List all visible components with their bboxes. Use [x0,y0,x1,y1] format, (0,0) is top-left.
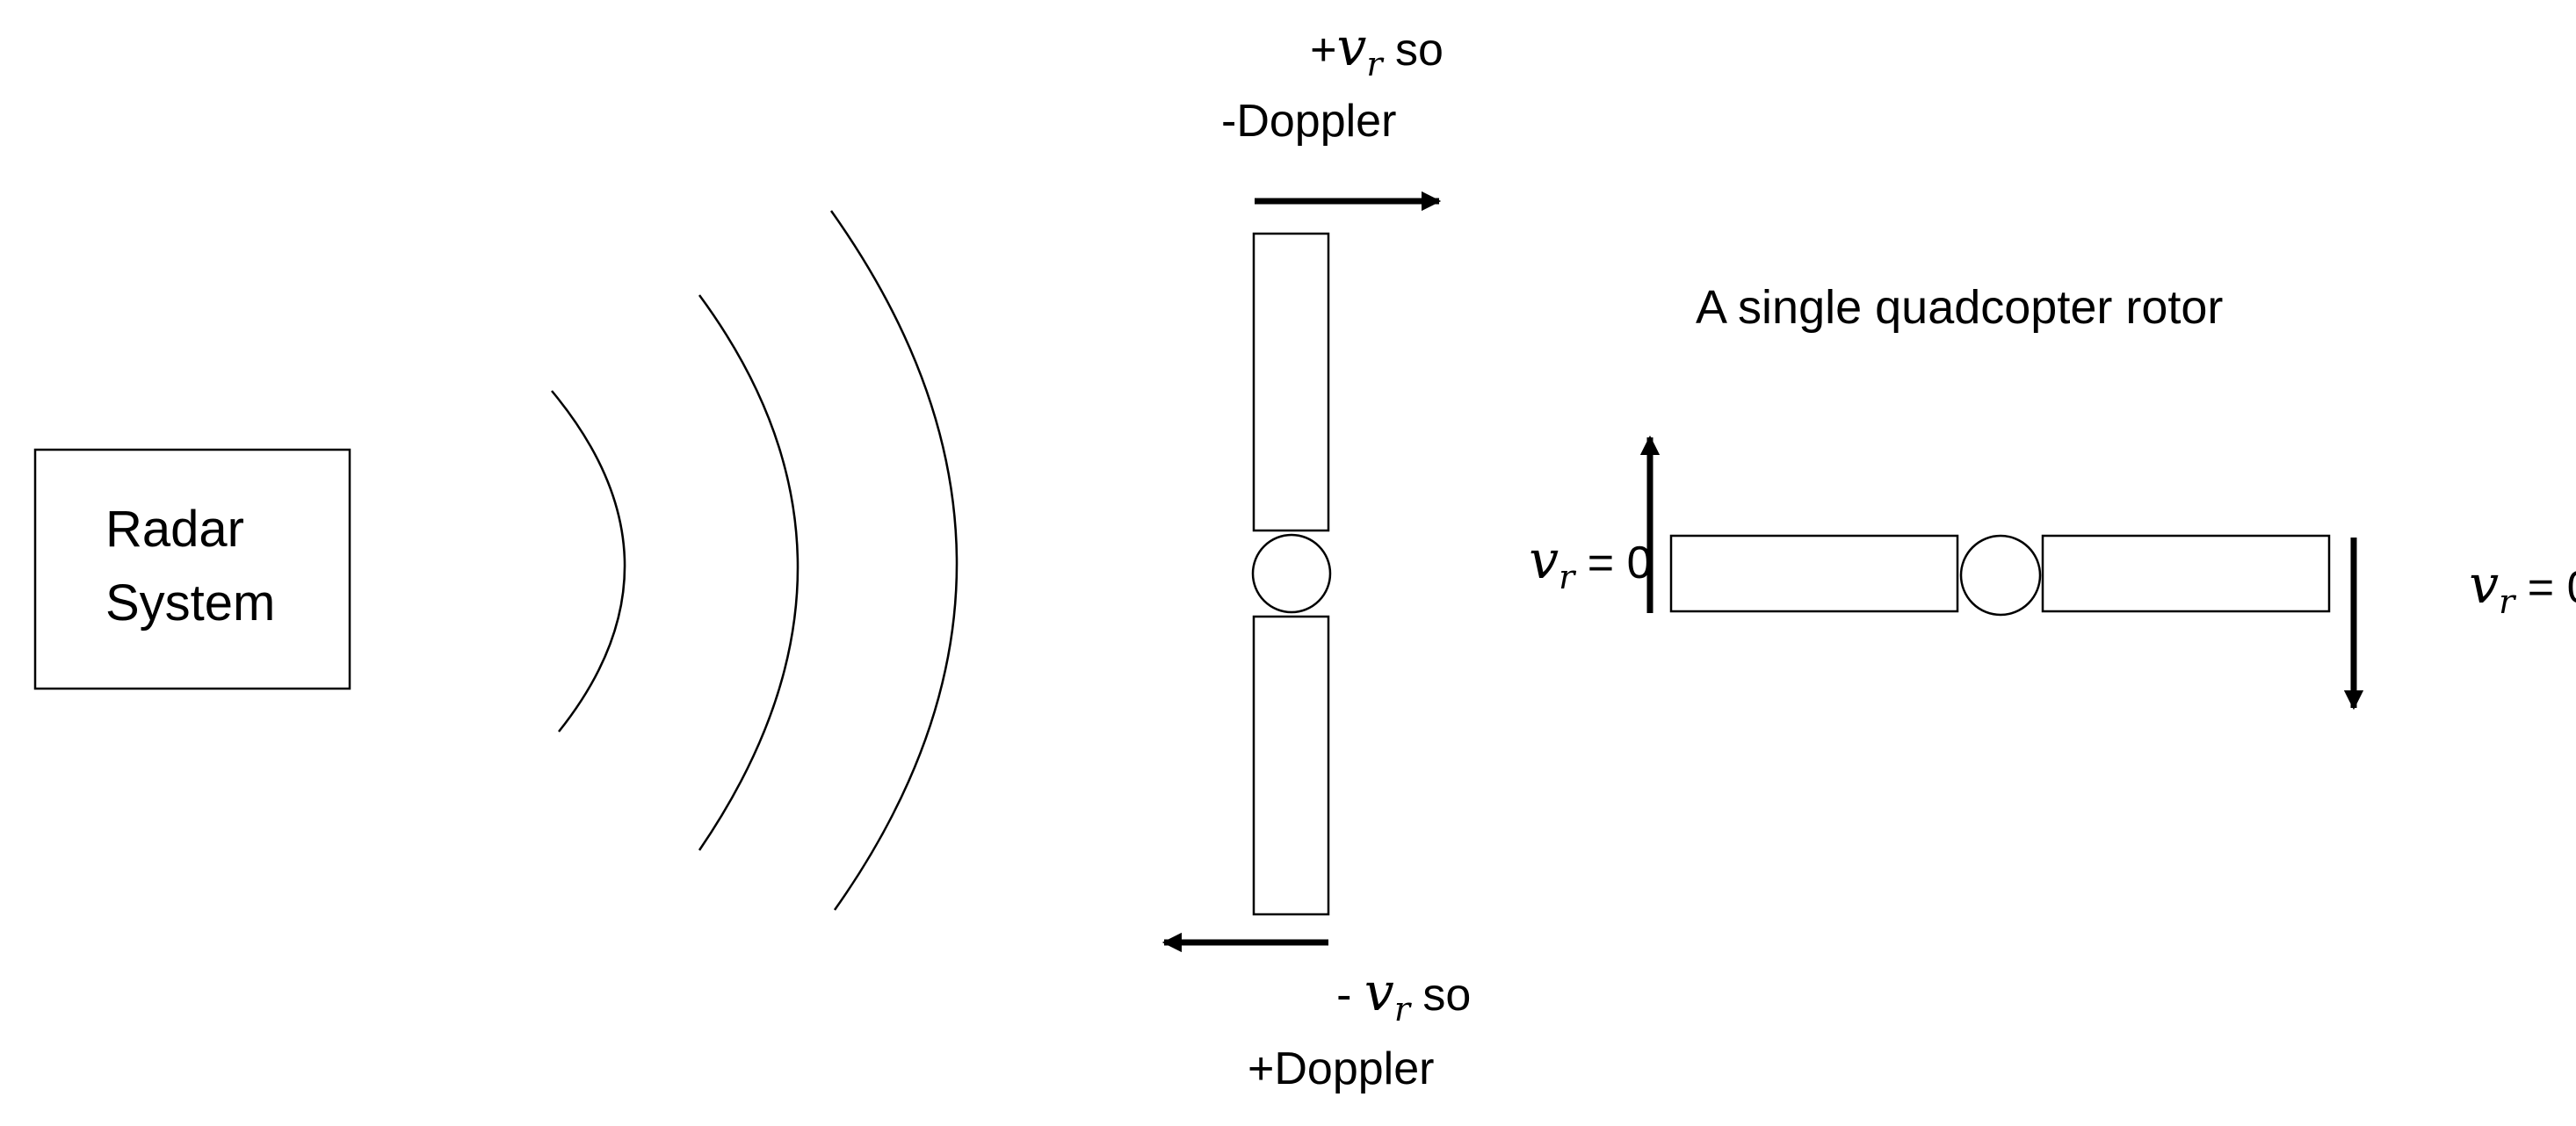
radar-label-line1: Radar [105,501,244,558]
left-zero-velocity-label: vr = 0 [1465,530,1690,596]
left-r-subscript: r [1559,558,1577,596]
radar-label-line2: System [105,574,275,632]
horizontal-rotor [1669,534,2331,617]
vertical-rotor [1251,232,1332,916]
bottom-doppler-label: - vr so +Doppler [1248,962,1535,1094]
bottom-v-symbol: v [1364,962,1394,1023]
radar-box [33,448,351,690]
top-doppler-label: +vr so -Doppler [1221,17,1507,147]
vertical-rotor-lower-blade [1252,615,1330,916]
top-v-symbol: v [1337,17,1367,78]
radar-system: Radar System [33,448,351,690]
wave-arc-large [829,210,959,911]
vertical-rotor-hub [1251,533,1332,614]
top-r-subscript: r [1366,45,1385,83]
radar-waves [551,210,959,911]
left-equals-zero: = 0 [1574,538,1652,588]
right-equals-zero: = 0 [2514,562,2576,613]
bottom-r-subscript: r [1394,990,1413,1029]
wave-arc-small [551,390,626,733]
horizontal-rotor-right-blade [2041,534,2331,613]
rotor-title: A single quadcopter rotor [1696,281,2223,334]
bottom-velocity-text: - vr so [1248,962,1535,1029]
right-r-subscript: r [2499,582,2517,621]
top-velocity-text: +vr so [1221,17,1507,83]
bottom-doppler-text: +Doppler [1248,1043,1434,1094]
vertical-rotor-upper-blade [1252,232,1330,532]
right-zero-velocity-label: vr = 0 [2406,554,2576,621]
right-v-symbol: v [2469,554,2499,616]
bottom-so: so [1410,970,1471,1021]
top-doppler-text: -Doppler [1221,96,1396,147]
bottom-sign: - [1336,970,1364,1021]
top-sign: + [1310,25,1336,76]
top-so: so [1383,25,1444,76]
left-v-symbol: v [1529,530,1559,591]
wave-arc-medium [698,294,800,851]
horizontal-rotor-hub [1959,534,2042,617]
horizontal-rotor-left-blade [1669,534,1959,613]
